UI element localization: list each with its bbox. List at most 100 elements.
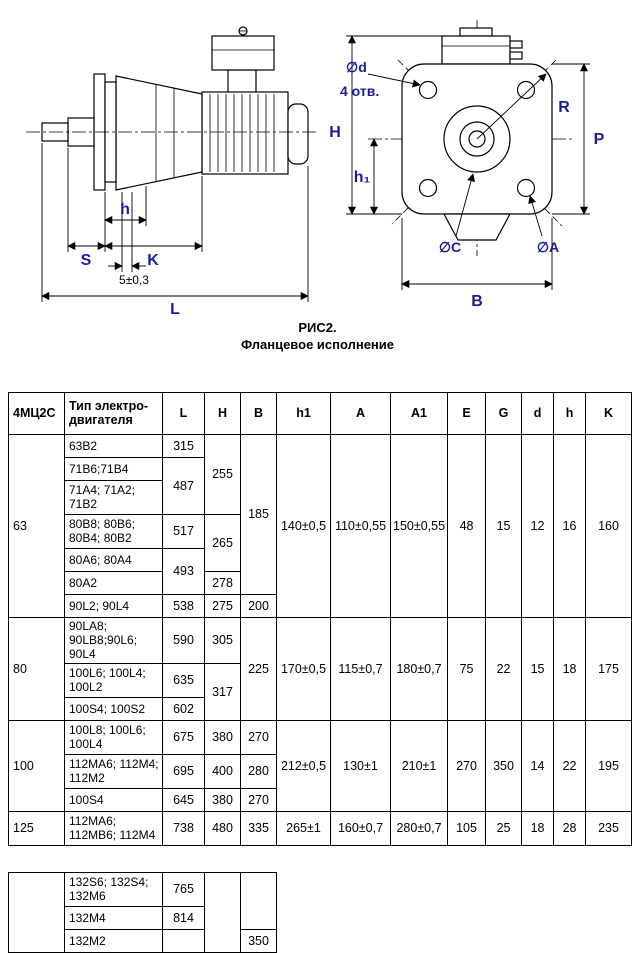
motor-cell: 100S4 [64, 787, 163, 812]
dim-label-S: S [81, 252, 92, 269]
col-header-h: h [553, 391, 587, 435]
value-cell: 814 [162, 905, 205, 930]
dim-label-K: K [147, 252, 159, 269]
value-cell: 180±0,7 [389, 616, 449, 721]
dim-label-holes-count: 4 отв. [340, 83, 379, 99]
header-row: 4МЦ2С Тип электро-двигателя L H B h1 A A… [8, 391, 633, 435]
value-cell: 210±1 [389, 719, 449, 812]
table-row: 132S6; 132S4; 132М6 765 [8, 871, 277, 953]
value-cell: 15 [521, 616, 555, 721]
value-cell: 225 [240, 616, 277, 721]
table-row: 80А2 278 [9, 570, 632, 595]
dimension-lines [41, 143, 309, 302]
table-row: 100 100L8; 100L6; 100L4 675 380 270 212±… [8, 719, 633, 812]
value-cell: 400 [204, 753, 241, 789]
value-cell: 212±0,5 [276, 719, 331, 812]
value-cell: 160 [585, 433, 633, 618]
dim-label-h: h [120, 201, 130, 218]
value-cell: 160±0,7 [330, 810, 391, 846]
value-cell: 195 [585, 719, 633, 812]
value-cell: 265 [204, 513, 241, 572]
empty-cell [204, 871, 241, 953]
value-cell: 275 [204, 593, 241, 618]
table-row: 63 63В2 315 255 185 140±0,5 110±0,55 150… [8, 433, 633, 618]
motor-cell: 132М4 [64, 905, 163, 930]
figure-area: h S K 5±0,3 L [0, 6, 635, 320]
value-cell: 15 [485, 433, 523, 618]
dim-label-flange-tolerance: 5±0,3 [119, 273, 149, 287]
value-cell: 18 [521, 810, 555, 846]
figure-caption-text: Фланцевое исполнение [240, 336, 395, 352]
dim-label-A: ∅A [537, 239, 559, 255]
value-cell: 350 [485, 719, 523, 812]
motor-cell: 100S4; 100S2 [64, 696, 163, 721]
value-cell: 695 [162, 753, 205, 789]
table-row: 80А6; 80А4 493 [9, 547, 632, 595]
value-cell: 265±1 [276, 810, 331, 846]
table-row: 132М4 814 [9, 905, 277, 930]
table-row: 100L6; 100L4; 100L2 635 317 [9, 662, 632, 721]
motor-cell: 100L8; 100L6; 100L4 [64, 719, 163, 755]
value-cell: 380 [204, 719, 241, 755]
value-cell: 270 [240, 787, 277, 812]
value-cell: 278 [204, 570, 241, 595]
dim-label-C: ∅C [439, 239, 461, 255]
col-header-K: K [585, 391, 633, 435]
value-cell: 335 [240, 810, 277, 846]
table-row: 71А4; 71А2; 71В2 [9, 479, 632, 515]
dimensions-table: 4МЦ2С Тип электро-двигателя L H B h1 A A… [8, 391, 633, 846]
size-cell: 125 [8, 810, 65, 846]
value-cell: 675 [162, 719, 205, 755]
value-cell: 22 [553, 719, 587, 812]
col-header-E: E [447, 391, 487, 435]
empty-cell [240, 871, 277, 930]
value-cell: 170±0,5 [276, 616, 331, 721]
dim-label-B: B [471, 293, 483, 310]
value-cell: 14 [521, 719, 555, 812]
col-header-A: A [330, 391, 391, 435]
dim-label-P: P [594, 131, 605, 148]
motor-cell: 132М2 [64, 928, 163, 953]
size-cell-empty [8, 871, 65, 953]
motor-cell: 80А6; 80А4 [64, 547, 163, 572]
motor-cell: 71А4; 71А2; 71В2 [64, 479, 163, 515]
motor-cell: 63В2 [64, 433, 163, 458]
table-row: 80В8; 80В6; 80В4; 80В2 517 265 [9, 513, 632, 572]
value-cell: 16 [553, 433, 587, 618]
value-cell: 635 [162, 662, 205, 698]
flange-view-drawing: ∅d 4 отв. H h₁ R P ∅C ∅A B [329, 20, 605, 310]
col-header-L: L [162, 391, 205, 435]
value-cell: 115±0,7 [330, 616, 391, 721]
col-header-G: G [485, 391, 523, 435]
value-cell: 255 [204, 433, 241, 515]
motor-cell: 90L2; 90L4 [64, 593, 163, 618]
size-cell: 63 [8, 433, 65, 618]
col-header-size: 4МЦ2С [8, 391, 65, 435]
value-cell: 590 [162, 616, 205, 664]
value-cell: 105 [447, 810, 487, 846]
dim-label-L: L [170, 301, 180, 318]
value-cell: 315 [162, 433, 205, 458]
table-row: 100S4 645 380 270 [9, 787, 632, 812]
value-cell: 110±0,55 [330, 433, 391, 618]
table-row: 100S4; 100S2 602 [9, 696, 632, 721]
value-cell: 645 [162, 787, 205, 812]
col-header-motor: Тип электро-двигателя [64, 391, 163, 435]
value-cell: 493 [162, 547, 205, 595]
value-cell: 270 [240, 719, 277, 755]
col-header-H: H [204, 391, 241, 435]
motor-cell: 112МА6; 112М4; 112М2 [64, 753, 163, 789]
figure-caption-number: РИС2. [298, 320, 337, 335]
value-cell: 380 [204, 787, 241, 812]
motor-cell: 90LА8; 90LВ8;90L6; 90L4 [64, 616, 163, 664]
motor-cell: 80А2 [64, 570, 163, 595]
side-view-drawing: h S K 5±0,3 L [26, 26, 316, 318]
dim-label-H: H [329, 124, 341, 141]
value-cell: 317 [204, 662, 241, 721]
col-header-h1: h1 [276, 391, 331, 435]
dimensions-table-continued: 132S6; 132S4; 132М6 765 132М4 814 132М2 … [8, 871, 277, 953]
empty-cell [162, 928, 205, 953]
value-cell: 22 [485, 616, 523, 721]
value-cell: 487 [162, 456, 205, 515]
value-cell: 28 [553, 810, 587, 846]
